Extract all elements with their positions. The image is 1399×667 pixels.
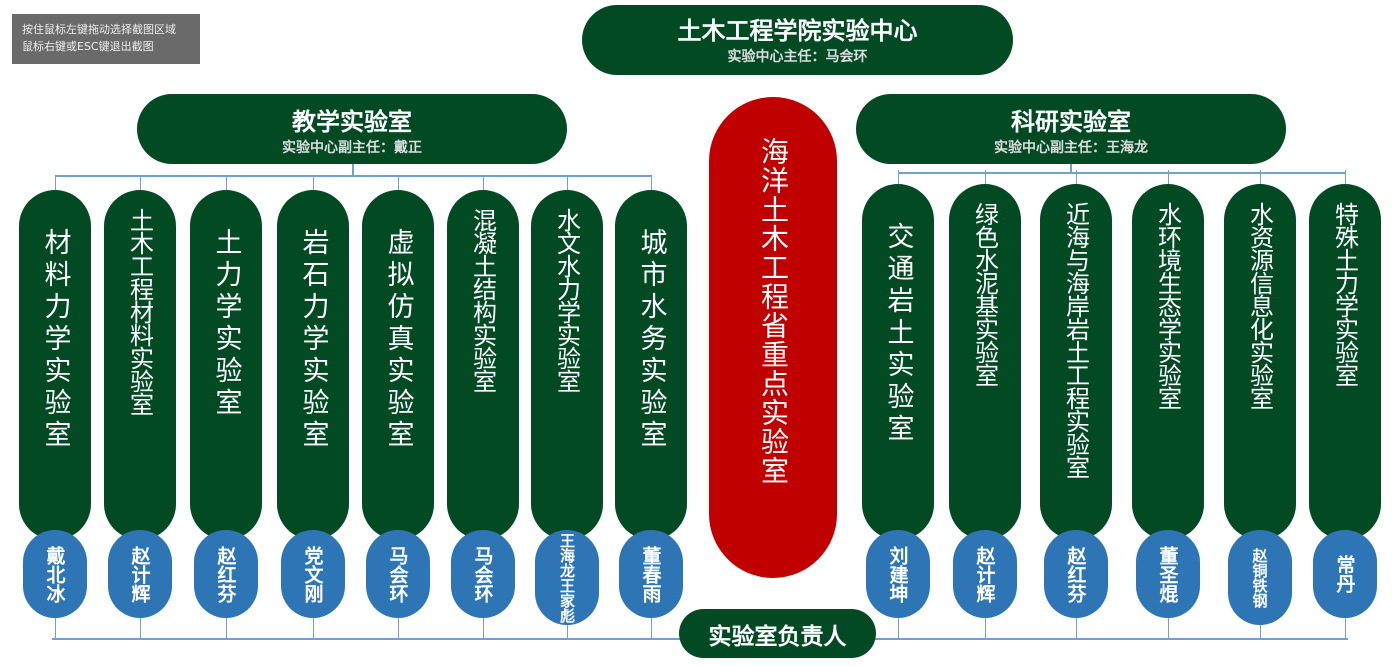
head-connector [651, 600, 652, 638]
lab-connector [1076, 170, 1077, 184]
lab-node-teaching: 虚拟仿真实验室 [362, 190, 434, 540]
center-title: 土木工程学院实验中心 [677, 17, 918, 45]
lab-node-research: 水环境生态学实验室 [1132, 184, 1204, 540]
lab-head-teaching: 党文刚 [281, 530, 345, 618]
tip-line-1: 按住鼠标左键拖动选择截图区域 [22, 23, 176, 36]
teaching-node: 教学实验室 实验中心副主任：戴正 [137, 94, 567, 164]
head-connector [140, 600, 141, 638]
lab-connector [985, 170, 986, 184]
head-connector [398, 600, 399, 638]
research-subtitle: 实验中心副主任：王海龙 [994, 140, 1148, 156]
teaching-subtitle: 实验中心副主任：戴正 [282, 140, 422, 156]
lab-node-teaching: 材料力学实验室 [19, 190, 91, 540]
lab-node-teaching: 城市水务实验室 [615, 190, 687, 540]
lab-head-teaching: 赵红芬 [194, 530, 258, 618]
lab-head-research: 赵计辉 [953, 530, 1017, 618]
lab-head-research: 常丹 [1313, 530, 1377, 618]
lab-head-research: 赵铜铁钢 [1228, 530, 1292, 625]
lab-node-research: 水资源信息化实验室 [1224, 184, 1296, 540]
lab-head-teaching: 马会环 [451, 530, 515, 618]
footer-node: 实验室负责人 [679, 609, 876, 658]
teaching-connector-line [55, 175, 652, 177]
lab-head-research: 刘建坤 [866, 530, 930, 618]
head-connector [313, 600, 314, 638]
lab-connector [1260, 170, 1261, 184]
key-lab-node: 海洋土木工程省重点实验室 [709, 97, 837, 578]
lab-node-research: 交通岩土实验室 [862, 184, 934, 540]
head-connector [985, 600, 986, 638]
lab-node-teaching: 土木工程材料实验室 [104, 190, 176, 540]
lab-connector [483, 176, 484, 190]
head-connector [226, 600, 227, 638]
lab-connector [226, 176, 227, 190]
research-title: 科研实验室 [1011, 108, 1131, 136]
lab-node-research: 近海与海岸岩土工程实验室 [1040, 184, 1112, 540]
lab-connector [898, 170, 899, 184]
screenshot-tooltip: 按住鼠标左键拖动选择截图区域 鼠标右键或ESC键退出截图 [12, 14, 200, 64]
lab-node-research: 特殊土力学实验室 [1309, 184, 1381, 540]
center-subtitle: 实验中心主任：马会环 [727, 49, 868, 65]
head-connector [1168, 600, 1169, 638]
lab-head-teaching: 赵计辉 [108, 530, 172, 618]
lab-connector [140, 176, 141, 190]
lab-connector [1345, 170, 1346, 184]
lab-head-teaching: 戴北冰 [23, 530, 87, 618]
lab-connector [651, 176, 652, 190]
lab-head-teaching: 董春雨 [619, 530, 683, 618]
research-stem [1070, 164, 1072, 173]
research-node: 科研实验室 实验中心副主任：王海龙 [856, 94, 1286, 164]
lab-connector [55, 176, 56, 190]
head-connector [898, 600, 899, 638]
tip-line-2: 鼠标右键或ESC键退出截图 [22, 40, 154, 53]
lab-node-teaching: 土力学实验室 [190, 190, 262, 540]
lab-node-research: 绿色水泥基实验室 [949, 184, 1021, 540]
teaching-title: 教学实验室 [292, 108, 412, 136]
lab-head-teaching: 王海龙王家彪 [535, 530, 599, 625]
lab-node-teaching: 混凝土结构实验室 [447, 190, 519, 540]
lab-head-research: 赵红芬 [1044, 530, 1108, 618]
head-connector [1076, 600, 1077, 638]
teaching-stem [352, 164, 354, 176]
lab-connector [567, 176, 568, 190]
research-connector-line [898, 172, 1346, 174]
lab-connector [1168, 170, 1169, 184]
lab-head-teaching: 马会环 [366, 530, 430, 618]
lab-head-research: 董圣焜 [1136, 530, 1200, 618]
lab-node-teaching: 水文水力学实验室 [531, 190, 603, 540]
lab-connector [398, 176, 399, 190]
center-node: 土木工程学院实验中心 实验中心主任：马会环 [582, 5, 1013, 75]
lab-connector [313, 176, 314, 190]
head-connector [483, 600, 484, 638]
head-connector [55, 600, 56, 638]
lab-node-teaching: 岩石力学实验室 [277, 190, 349, 540]
head-connector [1345, 600, 1346, 638]
